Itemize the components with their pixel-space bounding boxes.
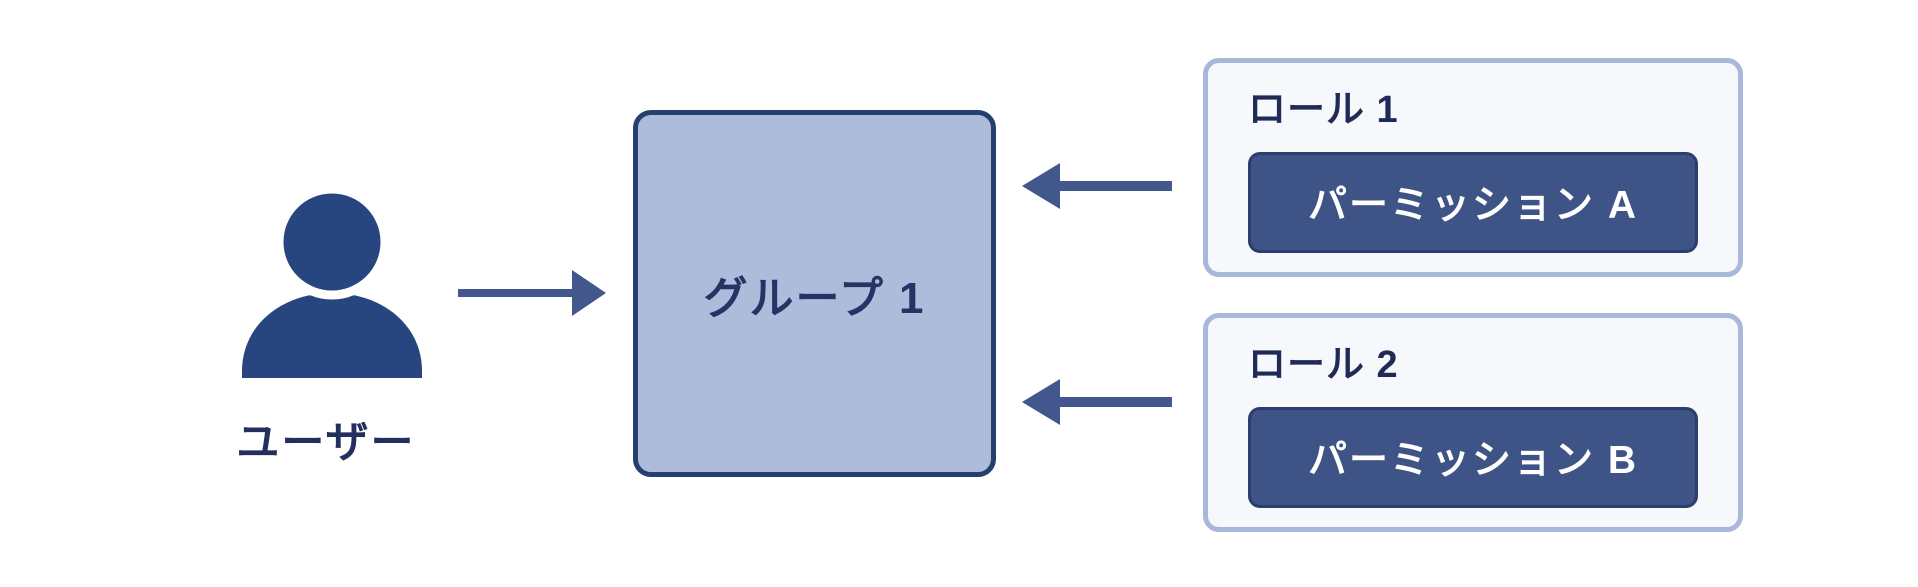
role1-box: ロール 1 パーミッション A (1203, 58, 1743, 277)
group-box: グループ 1 (633, 110, 996, 477)
role2-label: ロール 2 (1248, 344, 1399, 386)
arrow-head-left-icon (1022, 379, 1060, 425)
arrow-head-left-icon (1022, 163, 1060, 209)
arrow-shaft (458, 289, 578, 297)
role1-label: ロール 1 (1248, 89, 1399, 131)
arrow-role1-to-group (1022, 163, 1172, 209)
user-label: ユーザー (236, 419, 416, 467)
permission-a-button: パーミッション A (1248, 151, 1698, 253)
permission-b-button: パーミッション B (1248, 406, 1698, 508)
arrow-role2-to-group (1022, 379, 1172, 425)
group-label: グループ 1 (703, 273, 926, 323)
arrow-shaft (1058, 181, 1172, 191)
arrow-user-to-group (458, 270, 606, 316)
arrow-head-right-icon (572, 270, 606, 316)
role2-box: ロール 2 パーミッション B (1203, 313, 1743, 532)
arrow-shaft (1058, 397, 1172, 407)
user-icon (242, 187, 422, 378)
